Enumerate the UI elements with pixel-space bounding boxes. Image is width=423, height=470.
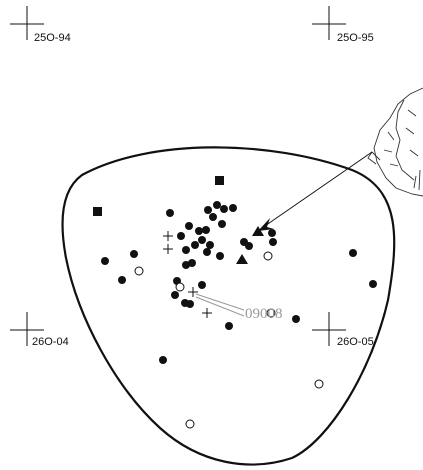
find-filled-circle	[229, 204, 237, 212]
find-filled-circle	[159, 356, 167, 364]
find-open-circle	[134, 266, 144, 276]
grid-cross-bottom-right	[312, 312, 346, 346]
find-filled-circle	[225, 322, 233, 330]
grid-cross-top-right	[312, 6, 346, 40]
grid-label-bottom-left: 26O-04	[32, 336, 69, 348]
find-filled-circle	[245, 242, 253, 250]
cluster-boundary	[61, 146, 396, 466]
find-filled-circle	[369, 280, 377, 288]
open-circle-group	[134, 251, 324, 429]
grid-cross-bottom-left	[10, 312, 44, 346]
find-filled-circle	[203, 248, 211, 256]
refit-arrow	[258, 151, 373, 231]
find-filled-circle	[220, 205, 228, 213]
cross-group	[163, 231, 212, 318]
find-filled-circle	[268, 229, 276, 237]
find-filled-circle	[198, 236, 206, 244]
find-filled-circle	[118, 276, 126, 284]
find-filled-circle	[216, 252, 224, 260]
find-cross	[202, 308, 212, 318]
find-label-leaders	[195, 293, 245, 317]
find-filled-circle	[218, 220, 226, 228]
find-filled-circle	[292, 315, 300, 323]
find-cross	[163, 244, 173, 254]
find-open-circle	[185, 419, 195, 429]
find-filled-circle	[206, 241, 214, 249]
square-group	[93, 176, 224, 216]
find-filled-circle	[177, 232, 185, 240]
find-open-circle	[266, 308, 276, 318]
find-open-circle	[175, 282, 185, 292]
find-filled-circle	[198, 281, 206, 289]
find-filled-circle	[101, 257, 109, 265]
find-filled-circle	[269, 238, 277, 246]
find-filled-circle	[166, 209, 174, 217]
find-filled-triangle	[252, 226, 264, 236]
find-filled-circle	[195, 227, 203, 235]
triangle-group	[236, 226, 264, 264]
find-filled-triangle	[236, 254, 248, 264]
find-filled-circle	[186, 300, 194, 308]
find-filled-circle	[182, 246, 190, 254]
grid-label-top-left: 25O-94	[34, 32, 71, 44]
find-filled-circle	[130, 250, 138, 258]
find-filled-circle	[185, 222, 193, 230]
find-filled-circle	[202, 226, 210, 234]
find-cross	[188, 287, 198, 297]
find-filled-circle	[209, 213, 217, 221]
find-filled-square	[215, 176, 224, 185]
find-filled-circle	[349, 249, 357, 257]
find-filled-circle	[188, 259, 196, 267]
find-filled-circle	[171, 291, 179, 299]
find-filled-circle	[191, 241, 199, 249]
grid-label-top-right: 25O-95	[337, 32, 374, 44]
find-filled-circle	[204, 206, 212, 214]
find-open-circle	[263, 251, 273, 261]
find-cross	[163, 231, 173, 241]
artefact-sketch	[367, 87, 423, 197]
grid-cross-top-left	[10, 6, 44, 40]
filled-circle-group	[101, 201, 377, 364]
find-open-circle	[314, 379, 324, 389]
find-filled-square	[93, 207, 102, 216]
find-filled-circle	[213, 201, 221, 209]
grid-label-bottom-right: 26O-05	[337, 336, 374, 348]
find-label: 09008	[245, 306, 283, 322]
